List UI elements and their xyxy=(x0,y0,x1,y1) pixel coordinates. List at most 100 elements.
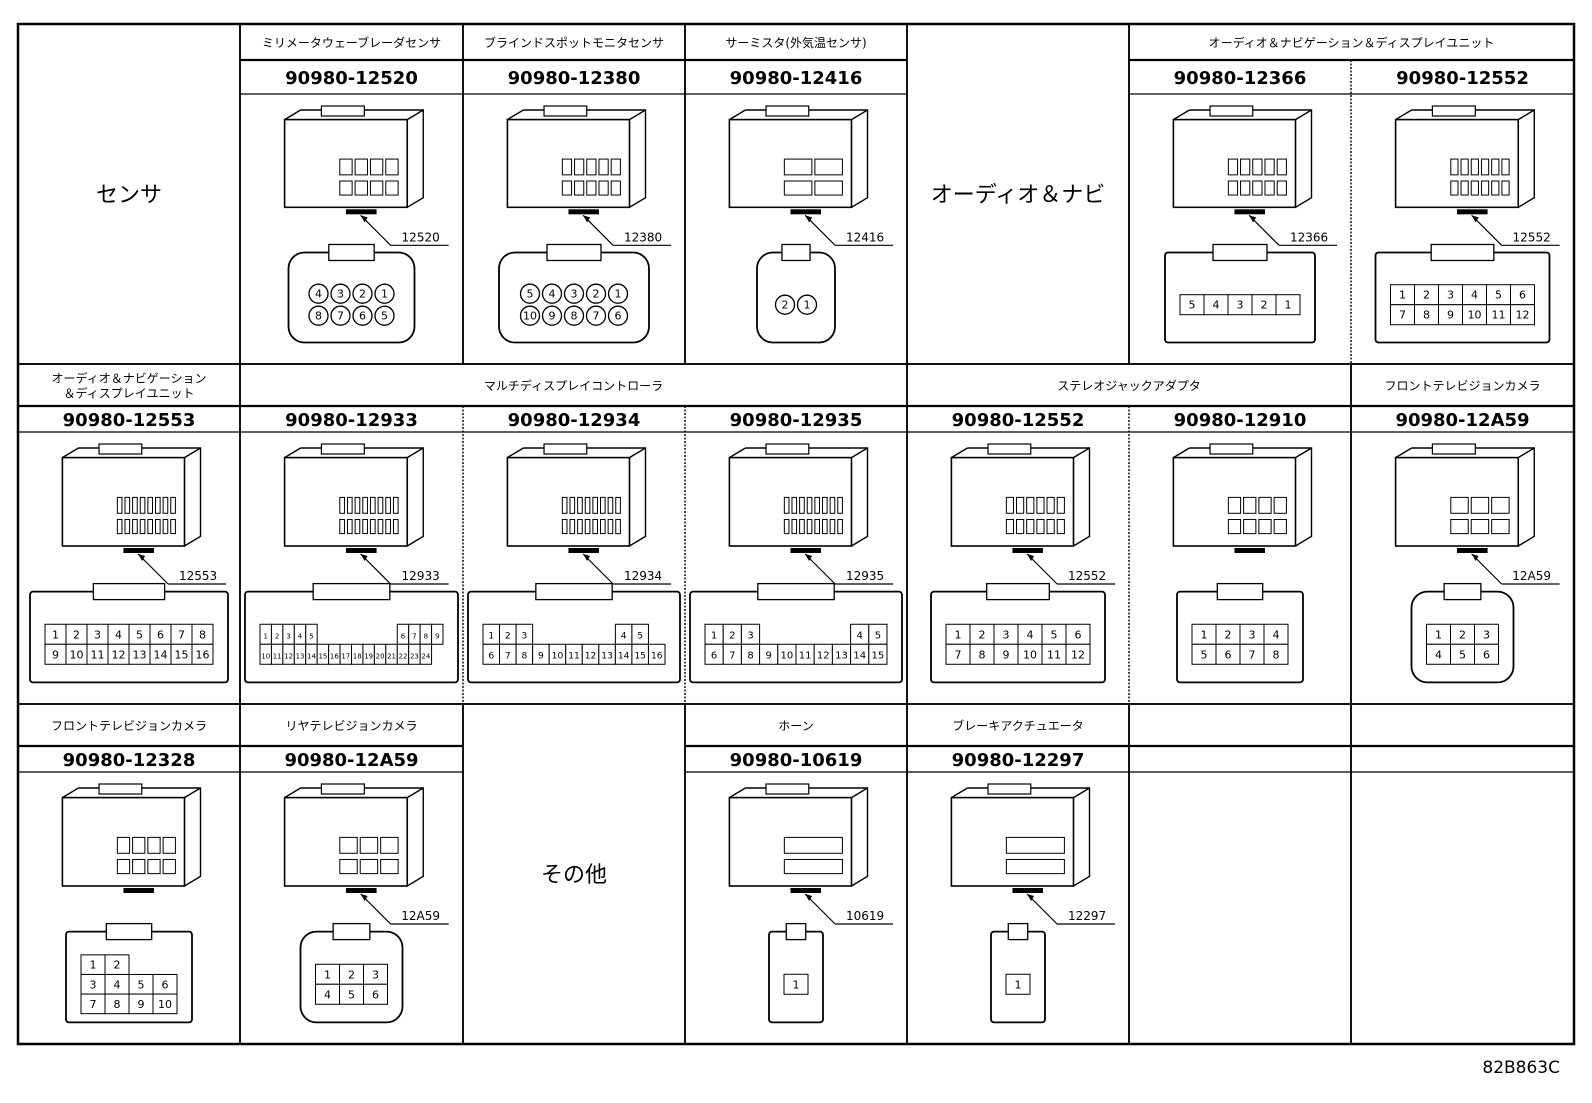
pin-number: 1 xyxy=(711,630,717,641)
latch xyxy=(765,443,810,455)
face-cavity xyxy=(586,180,597,196)
face-cavity xyxy=(170,518,176,535)
callout-label: 12934 xyxy=(624,569,662,583)
body-front xyxy=(1172,456,1297,547)
cell-border xyxy=(1350,703,1575,1045)
connector-label: ステレオジャックアダプタ xyxy=(1057,378,1200,393)
pin-number: 2 xyxy=(1423,289,1430,302)
callout-label: 10619 xyxy=(846,909,884,923)
pin-number: 3 xyxy=(90,978,97,991)
pin-number: 6 xyxy=(488,651,494,661)
face-cavity xyxy=(385,518,391,535)
body-front xyxy=(61,796,186,887)
pin-number: 6 xyxy=(1075,628,1082,641)
pin-number: 3 xyxy=(286,632,290,640)
pin-number: 3 xyxy=(337,288,344,301)
pin-number: 6 xyxy=(401,632,406,640)
face-cavity xyxy=(1264,180,1275,196)
face-cavity xyxy=(132,518,138,535)
pin-number: 18 xyxy=(353,652,362,660)
face-cavity xyxy=(339,496,345,514)
face-cavity xyxy=(1450,518,1469,535)
callout-arrow xyxy=(1027,554,1035,561)
pin-number: 1 xyxy=(955,628,962,641)
face-cavity xyxy=(1005,496,1015,514)
face-cavity xyxy=(392,518,399,535)
pin-number: 19 xyxy=(364,652,373,660)
pin-number: 10 xyxy=(70,648,84,661)
face-cavity xyxy=(799,518,805,535)
face-cavity xyxy=(339,858,358,875)
pin-number: 2 xyxy=(782,299,789,312)
body-edge xyxy=(284,109,424,121)
pin-number: 16 xyxy=(651,651,663,661)
part-number: 90980-12935 xyxy=(730,410,863,431)
latch xyxy=(1209,443,1254,455)
face-cavity xyxy=(380,836,399,854)
pin-cavity xyxy=(374,283,395,304)
id-mark xyxy=(790,888,821,893)
callout-label: 12366 xyxy=(1290,230,1328,244)
pin-cavity xyxy=(308,283,329,304)
pin-number: 15 xyxy=(175,648,189,661)
pin-number: 7 xyxy=(412,632,416,640)
id-mark xyxy=(123,548,154,553)
front-latch xyxy=(546,243,602,262)
pin-number: 10 xyxy=(1023,648,1037,661)
pin-number: 4 xyxy=(114,978,121,991)
pin-number: 6 xyxy=(1519,289,1526,302)
pin-number: 7 xyxy=(593,310,600,323)
face-cavity xyxy=(1276,158,1287,176)
pin-number: 9 xyxy=(766,650,772,661)
id-mark xyxy=(1012,548,1043,553)
pin-cavity xyxy=(519,305,541,326)
pin-number: 2 xyxy=(729,630,735,641)
face-cavity xyxy=(1056,496,1065,514)
face-cavity xyxy=(615,518,621,535)
front-latch xyxy=(781,243,811,262)
pin-cavity xyxy=(519,283,541,304)
pin-cavity xyxy=(647,643,666,665)
latch xyxy=(1431,105,1476,117)
pin-cavity xyxy=(308,305,329,326)
pin-number: 11 xyxy=(568,651,580,661)
pin-number: 4 xyxy=(857,630,863,641)
face-cavity xyxy=(1243,518,1257,535)
front-latch xyxy=(312,582,391,601)
front-housing xyxy=(287,251,416,344)
face-cavity xyxy=(1046,518,1055,535)
pin-number: 6 xyxy=(1483,648,1490,661)
latch xyxy=(543,105,588,117)
pin-number: 24 xyxy=(421,652,430,660)
face-cavity xyxy=(1450,180,1459,196)
cell-2-1: オーディオ＆ナビゲーション＆ディスプレイユニット90980-1255312553… xyxy=(17,363,241,705)
pin-number: 12 xyxy=(1071,648,1085,661)
pin-number: 17 xyxy=(341,652,350,660)
face-cavity xyxy=(147,858,161,875)
pin-number: 11 xyxy=(273,652,282,660)
face-cavity xyxy=(577,518,583,535)
pin-cavity xyxy=(868,643,888,665)
front-latch xyxy=(328,243,375,262)
pin-number: 1 xyxy=(90,959,97,972)
pin-number: 15 xyxy=(318,652,327,660)
pin-number: 4 xyxy=(1213,299,1220,312)
pin-number: 3 xyxy=(372,968,379,981)
pin-number: 3 xyxy=(571,288,578,301)
pin-number: 1 xyxy=(1015,978,1022,991)
face-cavity xyxy=(1046,496,1055,514)
face-cavity xyxy=(339,158,353,176)
connector-body-drawing xyxy=(506,105,647,215)
pin-number: 5 xyxy=(1495,289,1502,302)
face-cavity xyxy=(1026,496,1035,514)
face-cavity xyxy=(1005,836,1065,854)
latch xyxy=(765,783,810,795)
body-front xyxy=(506,118,631,209)
pin-number: 10 xyxy=(1468,309,1482,322)
pin-number: 1 xyxy=(52,628,59,641)
face-cavity xyxy=(377,518,384,535)
pin-number: 14 xyxy=(618,651,630,661)
